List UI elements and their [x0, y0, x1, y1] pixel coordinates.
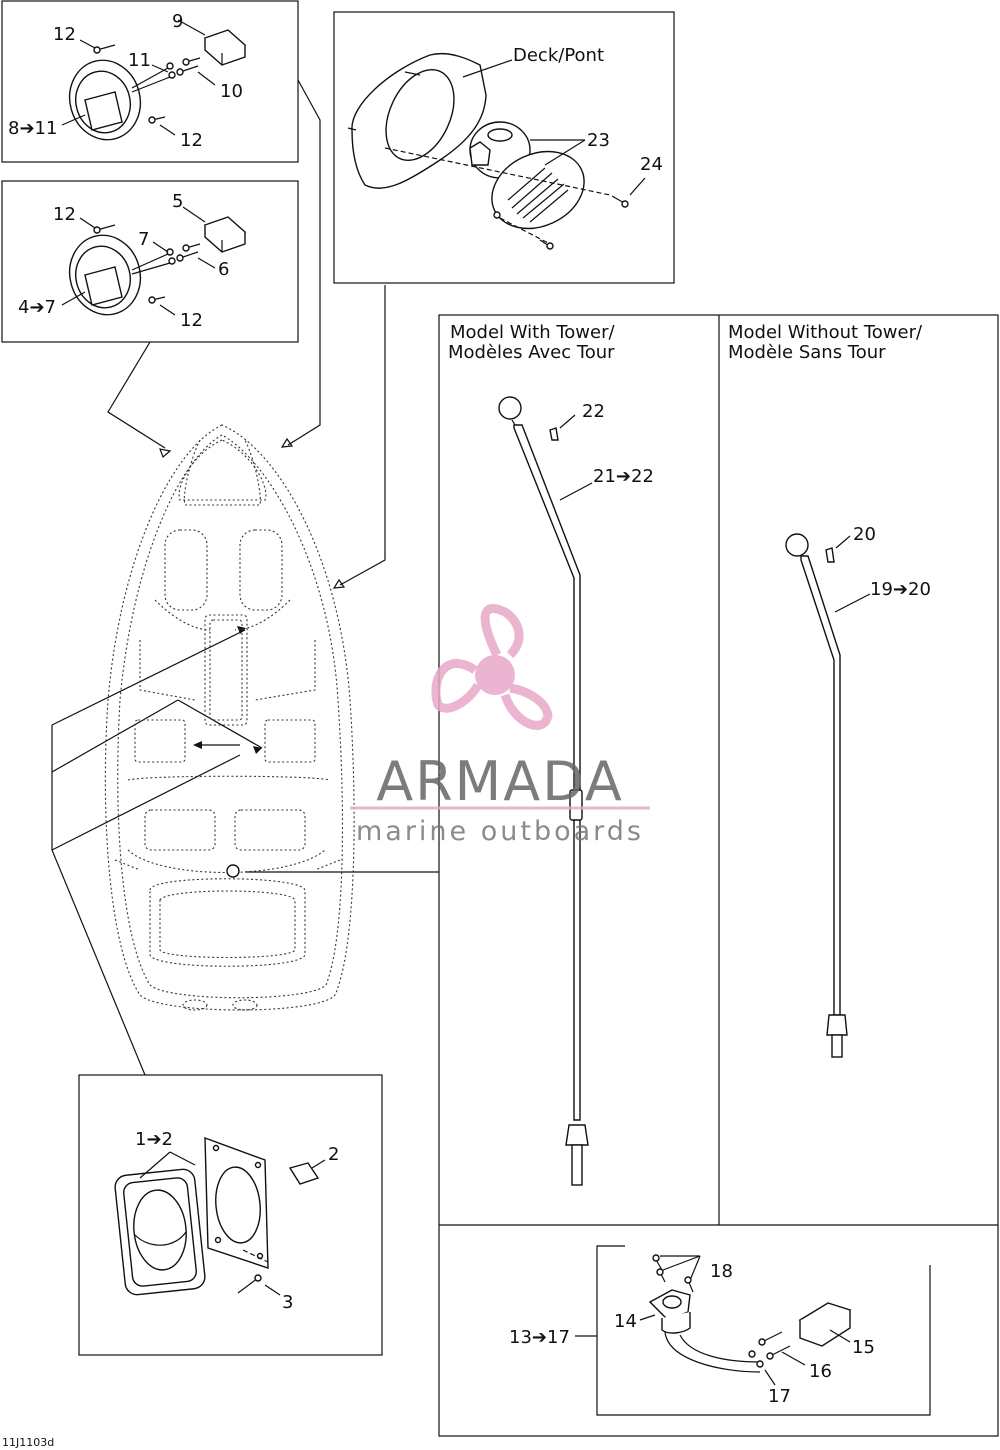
screw-icon	[148, 116, 166, 124]
socket-assembly	[575, 1254, 852, 1386]
part-label: 3	[282, 1292, 293, 1313]
propeller-icon	[431, 604, 553, 730]
nut-icon	[168, 257, 176, 265]
part-label: 19➔20	[870, 579, 931, 600]
diagram-code: 11J1103d	[2, 1436, 54, 1449]
part-label: 2	[328, 1144, 339, 1165]
part-label: 11	[128, 50, 151, 71]
part-label: 7	[138, 229, 149, 250]
part-label: 8➔11	[8, 118, 57, 139]
panel-horn	[333, 11, 675, 284]
horn-grille	[491, 150, 585, 230]
stern-light-assembly	[114, 1136, 326, 1296]
watermark-tagline: marine outboards	[356, 816, 644, 847]
model-with-tower-line2: Modèles Avec Tour	[448, 342, 615, 363]
mast-connector	[569, 789, 583, 821]
part-label: 15	[852, 1337, 875, 1358]
part-label: 24	[640, 154, 663, 175]
screw-icon	[611, 195, 629, 208]
part-label: 18	[710, 1261, 733, 1282]
horn-connector	[469, 141, 491, 166]
light-lens	[84, 266, 123, 306]
grille-slots-icon	[507, 167, 569, 223]
part-label: 4➔7	[18, 297, 56, 318]
part-label: 22	[582, 401, 605, 422]
panel-rear-light-top	[1, 0, 299, 163]
stern-light-location	[226, 864, 240, 878]
horn-assembly	[347, 53, 646, 250]
part-label: 1➔2	[135, 1129, 173, 1150]
screw-icon	[93, 224, 116, 234]
connector-icon	[203, 29, 247, 66]
nut-icon	[168, 71, 176, 79]
nut-icon	[756, 1360, 764, 1368]
light-lens	[84, 91, 123, 131]
screw-icon	[652, 1254, 663, 1271]
part-label: 6	[218, 259, 229, 280]
terminal-icon	[182, 243, 201, 252]
screw-icon	[656, 1268, 666, 1283]
nut-icon	[166, 62, 174, 70]
boat-hull-outline	[104, 424, 355, 1011]
terminal-icon	[176, 251, 199, 262]
part-label: 16	[809, 1361, 832, 1382]
part-label: 20	[853, 524, 876, 545]
nut-icon	[748, 1350, 756, 1358]
watermark-brand: ARMADA	[376, 750, 624, 813]
screw-icon	[539, 239, 554, 250]
part-label: 21➔22	[593, 466, 654, 487]
mast-globe	[498, 396, 522, 420]
model-with-tower-line1: Model With Tower/	[450, 322, 616, 343]
rear-light-assembly-top	[61, 19, 247, 141]
part-label: 10	[220, 81, 243, 102]
model-without-tower-line1: Model Without Tower/	[728, 322, 923, 343]
part-label: 5	[172, 191, 183, 212]
connector-icon	[798, 1302, 852, 1347]
bulb-icon	[825, 547, 835, 563]
screw-icon	[237, 1274, 262, 1294]
part-label: 9	[172, 11, 183, 32]
model-without-tower-line2: Modèle Sans Tour	[728, 342, 886, 363]
part-label: 17	[768, 1386, 791, 1407]
panel-stern-light	[78, 1074, 383, 1356]
part-label: 12	[180, 310, 203, 331]
connector-icon	[203, 216, 247, 253]
deck-cutout	[385, 68, 455, 162]
rear-light-assembly-bottom	[61, 206, 247, 316]
mast-globe	[785, 533, 809, 557]
screw-icon	[93, 44, 116, 54]
part-label: 23	[587, 130, 610, 151]
part-label: 12	[53, 204, 76, 225]
part-label: 12	[53, 24, 76, 45]
terminal-icon	[758, 1331, 783, 1346]
terminal-icon	[176, 65, 199, 76]
part-label: 14	[614, 1311, 637, 1332]
terminal-icon	[182, 57, 201, 66]
deck-label: Deck/Pont	[513, 45, 604, 66]
part-label: 13➔17	[509, 1327, 570, 1348]
mast-light-with-tower	[498, 396, 593, 1186]
mast-light-without-tower	[785, 533, 871, 1058]
part-label: 12	[180, 130, 203, 151]
screw-icon	[684, 1276, 694, 1293]
bulb-icon	[549, 427, 559, 441]
bulb-icon	[288, 1162, 320, 1185]
screw-icon	[148, 296, 166, 304]
watermark-logo: ARMADA marine outboards	[350, 604, 650, 847]
terminal-icon	[766, 1345, 791, 1360]
panel-socket-bracket	[596, 1245, 931, 1416]
